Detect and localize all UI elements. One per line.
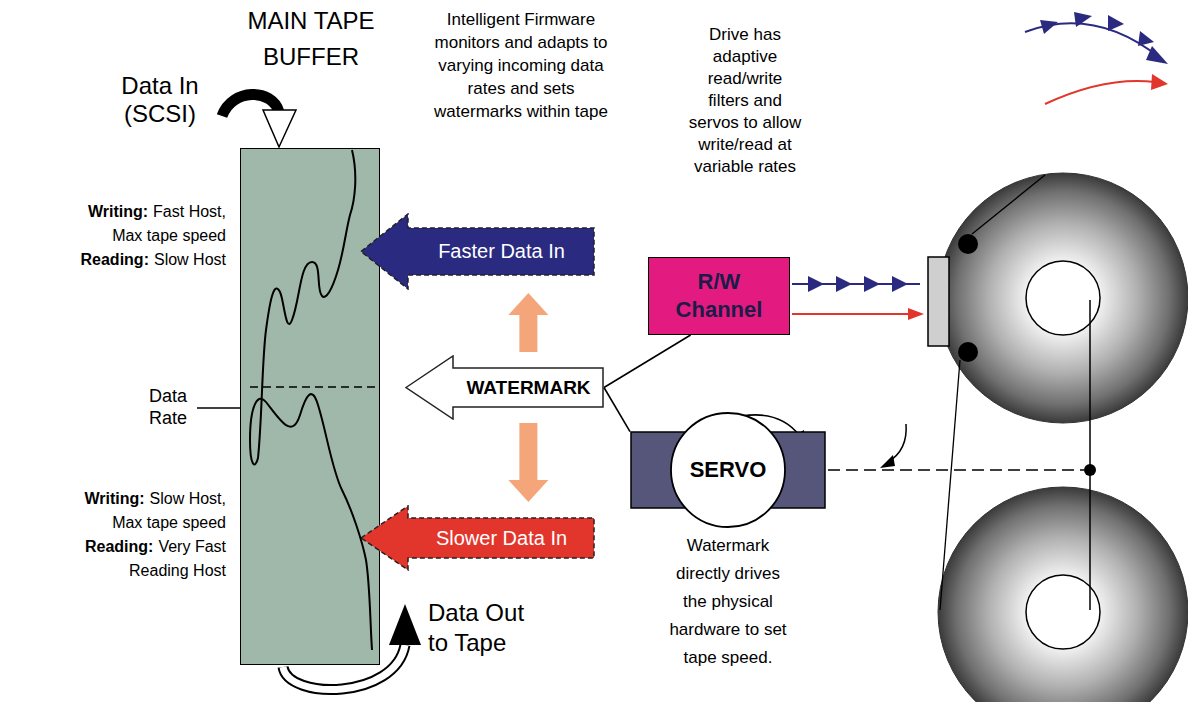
servo-body <box>671 413 785 527</box>
node-label: Slower Data In <box>436 527 567 550</box>
leader-line <box>197 407 244 408</box>
rw-channel-box: R/W Channel <box>648 257 790 335</box>
watermark-level-line <box>250 386 376 388</box>
level-arrow <box>508 423 548 502</box>
connector-line <box>519 313 537 352</box>
arrow-outline <box>406 356 603 419</box>
note-row: Reading:Very Fast Reading Host <box>56 535 226 583</box>
arrow-outline <box>361 506 594 570</box>
top-mode-note: Writing:Fast Host, Max tape speedReading… <box>56 200 226 272</box>
mode-text: Slow Host <box>154 251 226 268</box>
mode-keyword: Reading: <box>81 251 149 268</box>
node-label: SERVO <box>690 457 767 483</box>
write-signal-arrows <box>792 276 924 320</box>
rate-curve <box>250 150 372 650</box>
tape-reels <box>938 173 1188 702</box>
connector-line <box>519 423 537 482</box>
node-label: R/W Channel <box>659 268 779 324</box>
connector-line <box>604 388 630 432</box>
faster-data-arrow: Faster Data In <box>360 213 595 290</box>
data-rate-label: Data Rate <box>140 385 196 429</box>
drive-note: Drive has adaptive read/write filters an… <box>686 24 804 178</box>
mode-keyword: Writing: <box>84 490 144 507</box>
data-in-label: Data In (SCSI) <box>100 72 220 128</box>
data-out-label: Data Out to Tape <box>428 598 548 658</box>
note-row: Reading: Slow Host <box>56 248 226 272</box>
link-line <box>604 388 630 432</box>
level-arrow <box>508 293 548 352</box>
data-in-arrow <box>222 94 296 147</box>
node-label: WATERMARK <box>466 377 590 399</box>
link-line <box>604 335 691 388</box>
note-row: Writing:Slow Host, Max tape speed <box>56 487 226 535</box>
speed-arrows <box>1025 12 1168 104</box>
arrow-head <box>508 293 548 315</box>
firmware-note: Intelligent Firmware monitors and adapts… <box>428 8 614 123</box>
note-row: Writing:Fast Host, Max tape speed <box>56 200 226 248</box>
node-label: MAIN TAPE BUFFER <box>221 3 401 75</box>
arrow-outline <box>361 214 594 289</box>
bottom-mode-note: Writing:Slow Host, Max tape speedReading… <box>56 487 226 583</box>
servo-motor: SERVO <box>630 410 826 530</box>
watermark-note: Watermark directly drives the physical h… <box>668 532 788 672</box>
node-label: Faster Data In <box>438 240 565 263</box>
mode-keyword: Writing: <box>88 203 148 220</box>
slower-data-arrow: Slower Data In <box>360 505 595 571</box>
tape-head <box>928 234 978 362</box>
watermark-arrow: WATERMARK <box>405 355 604 420</box>
arrow-head <box>508 480 548 502</box>
mode-keyword: Reading: <box>85 538 153 555</box>
connector-line <box>604 335 691 388</box>
tape-buffer: MAIN TAPE BUFFER <box>240 148 380 665</box>
